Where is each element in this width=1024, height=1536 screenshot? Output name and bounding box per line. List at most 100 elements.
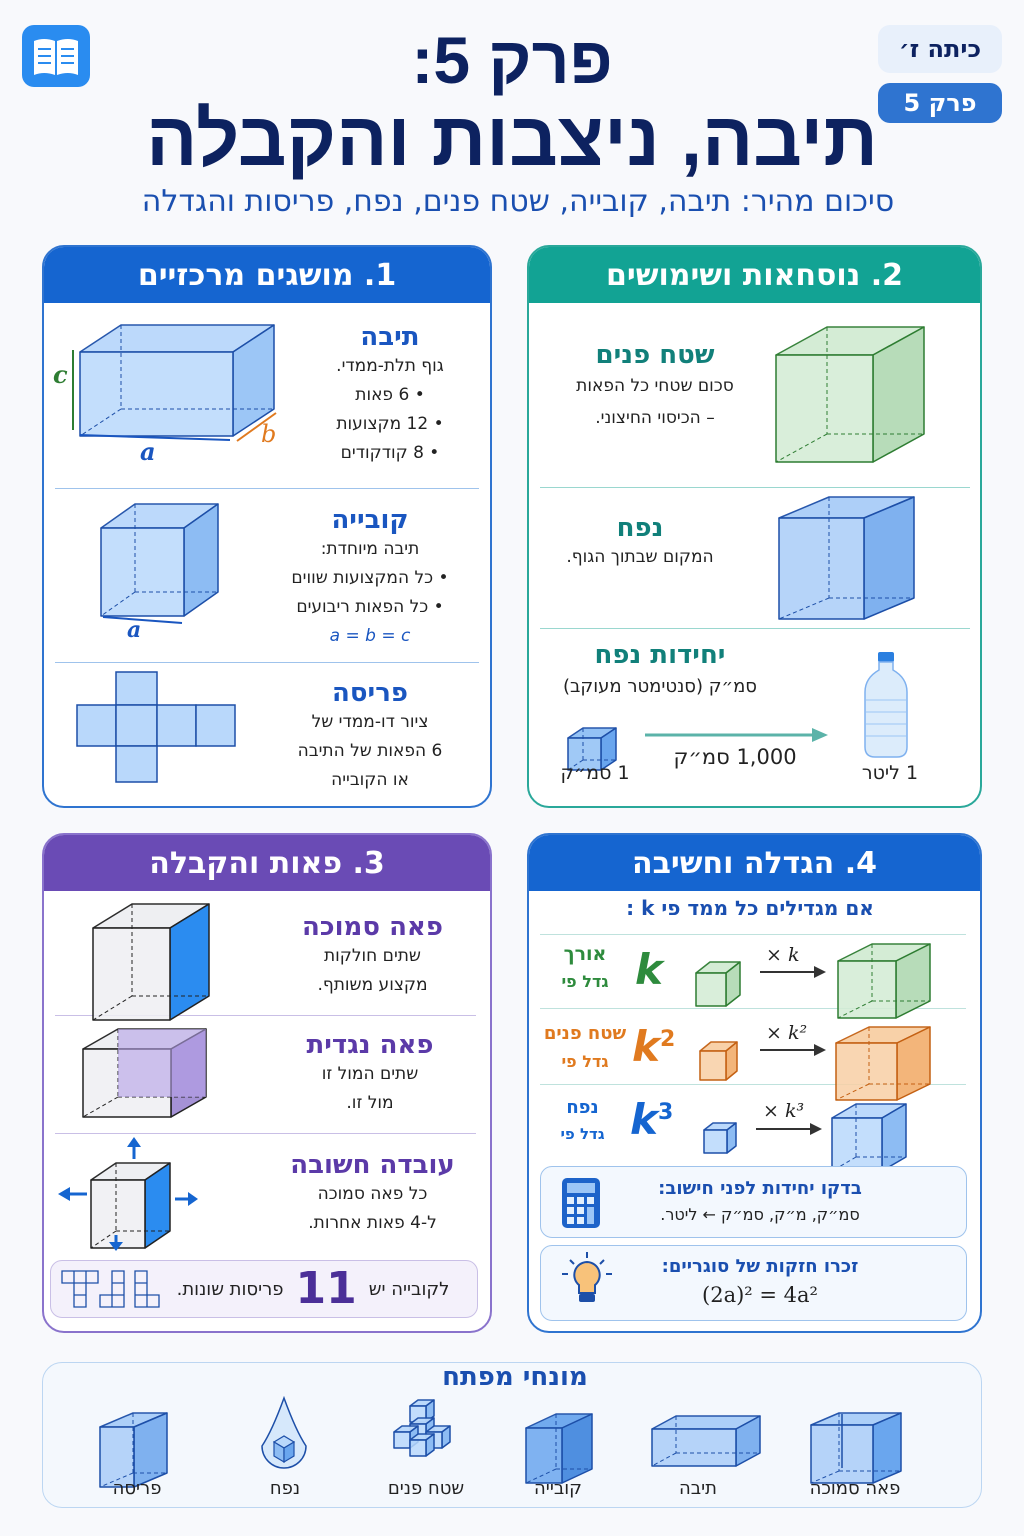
calculator-icon bbox=[562, 1178, 600, 1228]
scaling-intro: אם מגדילים כל ממד פי k : bbox=[626, 896, 874, 920]
surface-area-key-icon bbox=[393, 1399, 451, 1457]
cube-definition: קובייה תיבה מיוחדת: • כל המקצועות שווים … bbox=[270, 505, 470, 651]
units-title: יחידות נפח bbox=[594, 640, 726, 670]
nets-count: 11 bbox=[295, 1263, 357, 1314]
tip-units bbox=[540, 1166, 967, 1238]
label-a: a bbox=[127, 617, 142, 643]
open-book-icon bbox=[34, 39, 78, 75]
multiplier-label: × k bbox=[766, 944, 800, 966]
label-b: b bbox=[261, 420, 277, 448]
multiplier-label: × k³ bbox=[763, 1100, 805, 1122]
factor-k: k bbox=[635, 945, 663, 994]
small-blue-cube bbox=[703, 1122, 737, 1154]
arrow-icon bbox=[760, 966, 826, 978]
cube-formula: a = b = c bbox=[329, 626, 411, 646]
water-bottle-icon bbox=[864, 652, 908, 758]
box-key-icon bbox=[651, 1415, 761, 1467]
panel-title: 3. פאות והקבלה bbox=[44, 835, 490, 891]
panel-title: 2. נוסחאות ושימושים bbox=[529, 247, 980, 303]
fact-line: כל פאה סמוכה bbox=[317, 1184, 428, 1204]
box-title: תיבה bbox=[360, 322, 420, 352]
surface-area-cube bbox=[775, 326, 925, 463]
adjacent-face-key-icon bbox=[810, 1412, 902, 1484]
one-cc-cube bbox=[567, 727, 617, 771]
volume-cube bbox=[778, 496, 915, 620]
tip-title: בדקו יחידות לפני חישוב: bbox=[658, 1178, 862, 1199]
nets-icon bbox=[61, 1270, 160, 1308]
box-illustration bbox=[79, 324, 275, 437]
bullet: • 8 קודקודים bbox=[340, 443, 440, 463]
units-desc: סמ״ק (סנטימטר מעוקב) bbox=[563, 676, 757, 697]
tip-text: סמ״ק, מ״ק, סמ״ק ← ליטר. bbox=[660, 1205, 860, 1224]
surface-area-definition: שטח פנים סכום שטחי כל הפאות – הכיסוי החי… bbox=[555, 340, 755, 434]
cube-dimension-line bbox=[102, 616, 183, 624]
nets-suffix: פריסות שונות. bbox=[176, 1278, 284, 1300]
volume-title: נפח bbox=[616, 513, 664, 543]
divider bbox=[55, 1015, 476, 1016]
factor-k-cubed: k3 bbox=[630, 1095, 674, 1144]
volume-definition: נפח המקום שבתוך הגוף. bbox=[555, 513, 725, 572]
opposite-title: פאה נגדית bbox=[306, 1030, 434, 1060]
bullet: • 6 פאות bbox=[355, 385, 425, 405]
tip-powers-text: זכרו חזקות של סוגריים: (2a)² = 4a² bbox=[610, 1256, 910, 1307]
cube-desc: תיבה מיוחדת: bbox=[320, 539, 420, 559]
box-dimension-lines bbox=[72, 350, 277, 442]
nets-prefix: לקובייה יש bbox=[368, 1278, 450, 1300]
divider bbox=[55, 662, 479, 663]
arrow-icon bbox=[645, 728, 828, 742]
key-term-label: שטח פנים bbox=[387, 1478, 465, 1499]
label-c: c bbox=[53, 360, 68, 389]
opposite-line: מול זו. bbox=[346, 1093, 394, 1113]
fact-line: ל-4 פאות אחרות. bbox=[308, 1213, 437, 1233]
cube-illustration bbox=[100, 503, 219, 617]
tip-formula: (2a)² = 4a² bbox=[702, 1283, 818, 1307]
label-a: a bbox=[140, 437, 156, 466]
page-subtitle: סיכום מהיר: תיבה, קובייה, שטח פנים, נפח,… bbox=[141, 184, 895, 219]
small-orange-cube bbox=[699, 1041, 738, 1081]
cube-key-icon bbox=[525, 1413, 593, 1484]
key-term-label: תיבה bbox=[678, 1478, 718, 1499]
net-key-icon bbox=[99, 1412, 168, 1488]
divider bbox=[540, 487, 970, 488]
large-green-cube bbox=[837, 943, 931, 1019]
divider bbox=[540, 934, 966, 935]
opposite-face-highlight bbox=[118, 1029, 206, 1097]
net-title: פריסה bbox=[332, 678, 408, 708]
key-term-label: קובייה bbox=[534, 1478, 582, 1499]
arrow-icon bbox=[760, 1044, 826, 1056]
direction-arrows-icon bbox=[58, 1137, 198, 1251]
important-fact: עובדה חשובה כל פאה סמוכה ל-4 פאות אחרות. bbox=[290, 1150, 455, 1238]
opposite-face-definition: פאה נגדית שתים המול זו מול זו. bbox=[290, 1030, 450, 1118]
net-line: 6 הפאות של התיבה bbox=[297, 741, 443, 761]
multiplier-label: × k² bbox=[766, 1022, 808, 1044]
book-logo bbox=[22, 25, 90, 87]
scale-row-length: אורך גדל פי bbox=[545, 940, 625, 996]
adjacent-line: מקצוע משותף. bbox=[317, 975, 428, 995]
adjacent-face-definition: פאה סמוכה שתים חולקות מקצוע משותף. bbox=[290, 912, 455, 1000]
divider bbox=[55, 488, 479, 489]
opposite-line: שתים המול זו bbox=[321, 1064, 419, 1084]
small-green-cube bbox=[695, 961, 741, 1007]
net-definition: פריסה ציור דו-ממדי של 6 הפאות של התיבה א… bbox=[280, 678, 460, 795]
net-line: ציור דו-ממדי של bbox=[311, 712, 429, 732]
divider bbox=[540, 1008, 966, 1009]
liter-label: 1 ליטר bbox=[861, 762, 919, 784]
box-desc: גוף תלת-ממדי. bbox=[336, 356, 444, 376]
adjacent-face-cube bbox=[92, 903, 210, 1021]
bullet: • כל הפאות ריבועים bbox=[296, 597, 444, 617]
row-sub: גדל פי bbox=[561, 1052, 609, 1071]
row-sub: גדל פי bbox=[561, 972, 609, 991]
tip-title: זכרו חזקות של סוגריים: bbox=[661, 1256, 859, 1277]
thousand-cc-label: 1,000 סמ״ק bbox=[673, 745, 797, 769]
volume-drop-key-icon bbox=[261, 1396, 307, 1469]
adjacent-title: פאה סמוכה bbox=[302, 912, 443, 942]
adjacent-line: שתים חולקות bbox=[324, 946, 421, 966]
chapter-badge: פרק 5 bbox=[878, 83, 1002, 123]
surface-title: שטח פנים bbox=[595, 340, 715, 370]
panel-title: 1. מושגים מרכזיים bbox=[44, 247, 490, 303]
row-label: אורך bbox=[563, 943, 607, 965]
adjacent-face-divider bbox=[841, 1414, 843, 1468]
page-title: פרק 5: bbox=[411, 23, 613, 97]
tip-units-text: בדקו יחידות לפני חישוב: סמ״ק, מ״ק, סמ״ק … bbox=[610, 1178, 910, 1224]
